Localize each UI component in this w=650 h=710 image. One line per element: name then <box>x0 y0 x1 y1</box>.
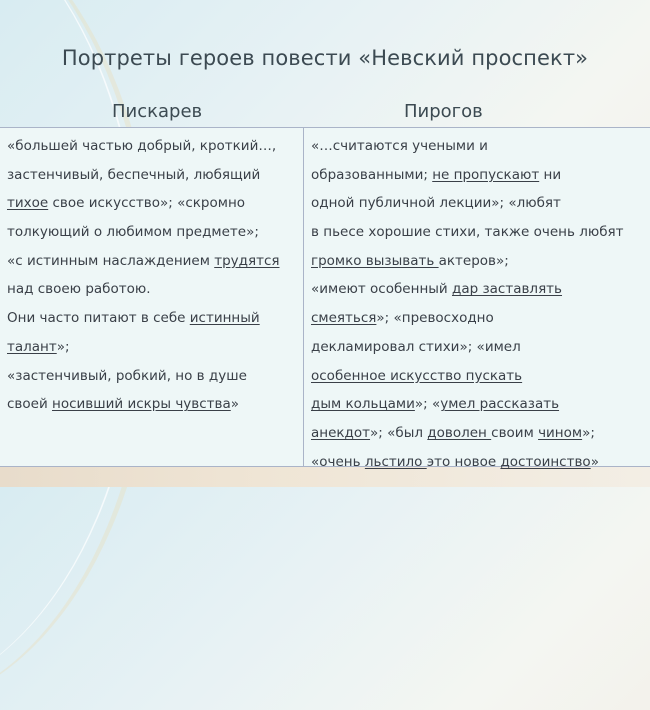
bottom-band <box>0 465 650 487</box>
text-line: тихое свое искусство»; «скромно <box>7 189 299 218</box>
column-header-pirogov: Пирогов <box>404 101 483 122</box>
text-segment: декламировал стихи»; «имел <box>311 338 521 355</box>
text-segment: над своею работою. <box>7 281 151 298</box>
text-segment: одной публичной лекции»; «любят <box>311 195 561 212</box>
text-segment: своим <box>491 424 539 441</box>
text-segment: » <box>230 396 240 413</box>
underlined-phrase: тихое <box>7 195 49 212</box>
text-segment: «…считаются учеными и <box>311 138 488 154</box>
text-line: своей носивший искры чувства» <box>7 390 299 419</box>
comparison-table: «большей частью добрый, кроткий…, застенч… <box>0 127 650 470</box>
underlined-phrase: смеяться <box>311 310 377 327</box>
underlined-phrase: анекдот <box>311 424 371 441</box>
underlined-phrase: трудятся <box>214 252 280 269</box>
underlined-phrase: особенное искусство пускать <box>311 367 523 384</box>
text-segment: »; « <box>414 396 441 413</box>
text-line: дым кольцами»; «умел рассказать <box>311 390 647 419</box>
text-segment: »; «превосходно <box>376 310 494 327</box>
text-segment: »; <box>56 338 70 355</box>
text-segment: своей <box>7 396 53 413</box>
text-line: «…считаются учеными и <box>311 132 647 161</box>
underlined-phrase: громко вызывать <box>311 252 439 269</box>
slide-title: Портреты героев повести «Невский проспек… <box>61 46 589 70</box>
column-header-piskarev: Пискарев <box>112 101 203 122</box>
text-segment: »; «был <box>370 424 428 441</box>
text-line: «имеют особенный дар заставлять <box>311 275 647 304</box>
text-line: смеяться»; «превосходно <box>311 304 647 333</box>
text-line: талант»; <box>7 333 299 362</box>
text-line: декламировал стихи»; «имел <box>311 333 647 362</box>
text-segment: «очень <box>311 453 365 470</box>
text-segment: это новое <box>426 453 501 470</box>
underlined-phrase: не пропускают <box>432 166 540 183</box>
text-line: толкующий о любимом предмете»; <box>7 218 299 247</box>
underlined-phrase: достоинство <box>500 453 591 470</box>
text-line: громко вызывать актеров»; <box>311 247 647 276</box>
text-line: одной публичной лекции»; «любят <box>311 189 647 218</box>
underlined-phrase: носивший искры чувства <box>52 396 231 413</box>
text-segment: образованными; <box>311 166 433 183</box>
text-line: над своею работою. <box>7 275 299 304</box>
text-segment: «имеют особенный <box>311 281 452 298</box>
text-line: «очень льстило это новое достоинство» <box>311 448 647 477</box>
text-segment: » <box>590 453 599 470</box>
text-segment: «с истинным наслаждением <box>7 252 215 269</box>
text-segment: толкующий о любимом предмете»; <box>7 224 259 241</box>
text-line: «большей частью добрый, кроткий…, <box>7 132 299 161</box>
underlined-phrase: доволен <box>427 424 492 441</box>
pirogov-cell: «…считаются учеными и образованными; не п… <box>311 132 647 476</box>
underlined-phrase: чином <box>538 424 583 441</box>
underlined-phrase: истинный <box>189 310 260 327</box>
text-line: «застенчивый, робкий, но в душе <box>7 362 299 391</box>
text-line: «с истинным наслаждением трудятся <box>7 247 299 276</box>
text-segment: ни <box>539 166 562 183</box>
text-segment: в пьесе хорошие стихи, также очень любят <box>311 224 624 241</box>
text-line: застенчивый, беспечный, любящий <box>7 161 299 190</box>
text-line: Они часто питают в себе истинный <box>7 304 299 333</box>
text-segment: свое искусство»; «скромно <box>48 195 246 212</box>
text-line: анекдот»; «был доволен своим чином»; <box>311 419 647 448</box>
text-segment: «большей частью добрый, кроткий…, <box>7 138 277 154</box>
piskarev-cell: «большей частью добрый, кроткий…, застенч… <box>7 132 299 419</box>
text-segment: »; <box>582 424 595 441</box>
text-segment: «застенчивый, робкий, но в душе <box>7 367 247 384</box>
column-divider <box>303 128 304 466</box>
text-line: в пьесе хорошие стихи, также очень любят <box>311 218 647 247</box>
text-segment: застенчивый, беспечный, любящий <box>7 166 261 183</box>
underlined-phrase: умел рассказать <box>440 396 560 413</box>
underlined-phrase: дым кольцами <box>311 396 415 413</box>
text-line: образованными; не пропускают ни <box>311 161 647 190</box>
underlined-phrase: дар заставлять <box>452 281 563 298</box>
underlined-phrase: талант <box>7 338 57 355</box>
text-segment: актеров»; <box>438 252 509 269</box>
underlined-phrase: льстило <box>364 453 427 470</box>
text-segment: Они часто питают в себе <box>7 310 190 327</box>
text-line: особенное искусство пускать <box>311 362 647 391</box>
